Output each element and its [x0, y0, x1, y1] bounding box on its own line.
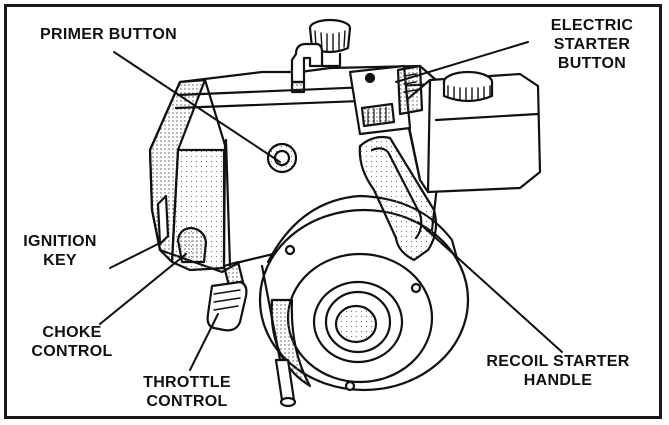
ignition-key	[156, 194, 170, 246]
label-electric-starter-line2: STARTER	[553, 36, 631, 53]
label-throttle-control-line1: THROTTLE	[143, 374, 231, 391]
label-electric-starter-line3: BUTTON	[557, 55, 627, 72]
label-electric-starter-line1: ELECTRIC	[550, 17, 634, 34]
recoil-starter-handle	[358, 135, 438, 262]
label-recoil-starter-handle: RECOIL STARTER HANDLE	[458, 352, 658, 390]
label-ignition-key: IGNITION KEY	[6, 232, 114, 270]
label-choke-control-line1: CHOKE	[42, 324, 102, 341]
diagram-border	[4, 4, 662, 419]
leader-throttle-control	[189, 313, 219, 371]
label-recoil-starter-line1: RECOIL STARTER	[486, 353, 630, 370]
leader-recoil-starter	[417, 221, 563, 353]
label-choke-control: CHOKE CONTROL	[18, 323, 126, 361]
label-electric-starter-button: ELECTRIC STARTER BUTTON	[524, 16, 660, 73]
label-throttle-control-line2: CONTROL	[146, 393, 228, 410]
label-ignition-key-line1: IGNITION	[23, 233, 97, 250]
label-primer-button: PRIMER BUTTON	[40, 26, 177, 43]
label-throttle-control: THROTTLE CONTROL	[128, 373, 246, 411]
choke-knob	[176, 226, 208, 264]
leader-choke-control	[99, 253, 187, 325]
leader-primer	[113, 51, 281, 163]
leader-ignition-key	[109, 241, 163, 269]
label-choke-control-line2: CONTROL	[31, 343, 113, 360]
label-recoil-starter-line2: HANDLE	[523, 372, 593, 389]
label-ignition-key-line2: KEY	[43, 252, 77, 269]
leader-electric-starter	[395, 41, 529, 83]
primer-elbow	[290, 42, 324, 84]
